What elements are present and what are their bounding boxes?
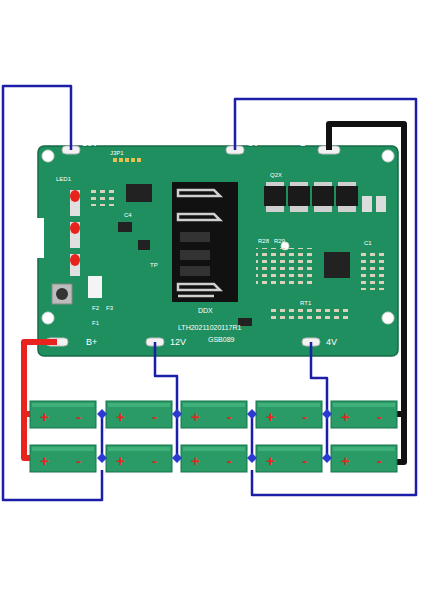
ic-chip: [126, 184, 152, 202]
ic-chip: [324, 252, 350, 278]
polarity-mark: +: [191, 453, 200, 468]
connector-slot: [180, 232, 210, 276]
push-button: [56, 288, 68, 300]
polarity-mark: -: [302, 409, 307, 424]
silkscreen-label: R29: [274, 238, 285, 244]
junction-dot: [97, 409, 332, 463]
silkscreen-label: B-: [300, 139, 309, 148]
polarity-mark: -: [76, 409, 81, 424]
transistor: [138, 240, 150, 250]
polarity-mark: -: [76, 453, 81, 468]
cell-stripe: [258, 403, 320, 407]
silkscreen-label: 16V: [82, 139, 98, 148]
polarity-mark: +: [116, 453, 125, 468]
polarity-mark: -: [302, 453, 307, 468]
polarity-mark: +: [266, 409, 275, 424]
battery-cell: [331, 401, 397, 428]
polarity-mark: +: [40, 409, 49, 424]
smd-components: [256, 248, 312, 288]
header-pins: [113, 158, 141, 162]
wire: [3, 86, 416, 500]
board-notch: [36, 218, 44, 258]
battery-cell: [331, 445, 397, 472]
smd-components: [90, 186, 114, 206]
push-button: [52, 284, 72, 304]
silkscreen-label: 12V: [170, 338, 186, 347]
silkscreen-label: TP: [150, 262, 158, 268]
battery-cell: [256, 401, 322, 428]
connector-clip: [178, 190, 220, 296]
cell-stripe: [32, 447, 94, 451]
cell-stripe: [32, 403, 94, 407]
polarity-mark: -: [152, 453, 157, 468]
silkscreen-label: LED1: [56, 176, 71, 182]
mounting-hole: [42, 150, 394, 324]
polarity-mark: -: [227, 453, 232, 468]
cell-stripe: [108, 403, 170, 407]
polarity-mark: -: [377, 453, 382, 468]
ic-chip: [118, 222, 132, 232]
cell-stripe: [183, 403, 245, 407]
polarity-mark: +: [40, 453, 49, 468]
cell-stripe: [333, 403, 395, 407]
cell-stripe: [183, 447, 245, 451]
silkscreen-label: R28: [258, 238, 269, 244]
led: [70, 190, 80, 276]
mosfet: [264, 182, 358, 212]
battery-cell: [256, 445, 322, 472]
polarity-mark: +: [341, 453, 350, 468]
battery-cell: [181, 401, 247, 428]
polarity-mark: +: [266, 453, 275, 468]
smd-components: [270, 308, 350, 322]
silkscreen-label: F1: [92, 320, 99, 326]
silkscreen-label: B+: [86, 338, 97, 347]
silkscreen-label: DDX: [198, 307, 213, 314]
battery-cell: [106, 401, 172, 428]
silkscreen-label: GSB089: [208, 336, 234, 343]
polarity-mark: -: [377, 409, 382, 424]
silkscreen-label: 4V: [326, 338, 337, 347]
silkscreen-label: F3: [106, 305, 113, 311]
resistor-symbol: [88, 276, 102, 298]
polarity-mark: -: [227, 409, 232, 424]
silkscreen-label: 8V: [248, 139, 259, 148]
silkscreen-label: C4: [124, 212, 132, 218]
silkscreen-label: Q2X: [270, 172, 282, 178]
pcb-board: [38, 146, 398, 356]
polarity-mark: -: [152, 409, 157, 424]
cell-stripe: [108, 447, 170, 451]
polarity-mark: +: [191, 409, 200, 424]
silkscreen-label: RT1: [300, 300, 311, 306]
battery-cell: [106, 445, 172, 472]
silkscreen-label: F2: [92, 305, 99, 311]
silkscreen-label: J3P1: [110, 150, 124, 156]
shunt-resistor: [362, 196, 386, 212]
cell-stripe: [258, 447, 320, 451]
silkscreen-label: LTH20211020117R1: [178, 324, 241, 331]
silkscreen-label: C1: [364, 240, 372, 246]
polarity-mark: +: [341, 409, 350, 424]
battery-cell: [30, 401, 397, 472]
smd-components: [360, 250, 384, 290]
polarity-mark: +: [116, 409, 125, 424]
cell-stripe: [333, 447, 395, 451]
battery-cell: [30, 445, 96, 472]
battery-cell: [30, 401, 96, 428]
connector-housing: [172, 182, 238, 302]
battery-cell: [181, 445, 247, 472]
